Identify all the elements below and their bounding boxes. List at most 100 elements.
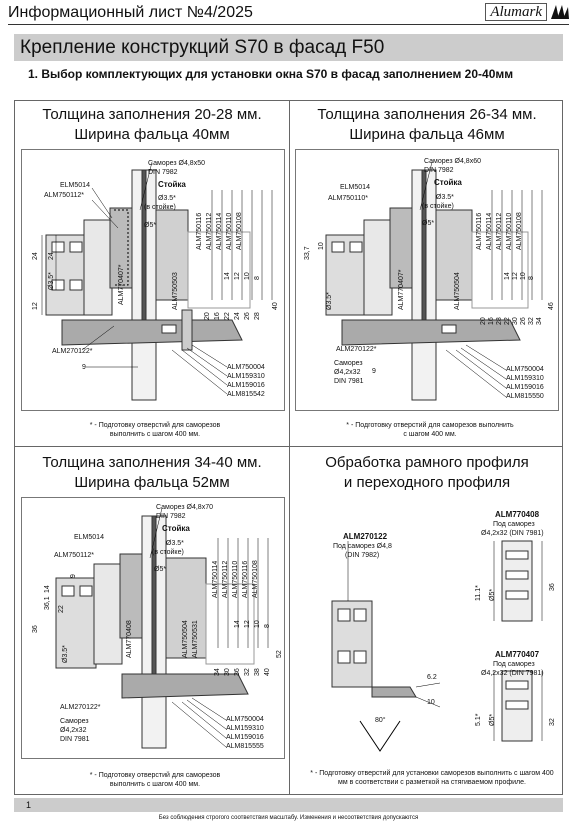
q3-alm750531-label: ALM750531 [192,620,199,658]
q2-note: * - Подготовку отверстий для саморезов в… [346,422,514,438]
q2-screw-label: Саморез Ø4,8x60 [424,158,481,165]
q4-p3-d51: 5.1* [475,713,482,726]
q2-svg [325,161,543,401]
header-divider [8,24,569,25]
q2-stoyka-label: Стойка [434,178,462,187]
q3-profile-2: ALM750112 [222,560,229,598]
q3-sam2-label: Ø4,2x32 [60,727,87,734]
q4-p1-name: ALM270122 [343,532,388,541]
q3-profile-1: ALM750114 [212,560,219,598]
q1-title-line2: Ширина фальца 40мм [74,126,230,143]
q3-alm770408-label: ALM770408 [126,620,133,658]
q1-dim-r1: 20 [204,312,211,320]
q3-dim-r3: 36 [234,668,241,676]
q2-d35-left-label: Ø3.5* [326,292,333,310]
section-subtitle: 1. Выбор комплектующих для установки окн… [28,67,514,81]
q1-dim-l3: 24 [48,252,55,260]
q2-dim-r12: 8 [528,276,535,280]
q3-dim-r7: 14 [234,620,241,628]
q3-d35-left-label: Ø3.5* [62,645,69,663]
q3-alm750504-label: ALM750504 [182,620,189,658]
q4-p3-d5: Ø5* [489,713,496,726]
q3-drawing: Саморез Ø4,8x70 DIN 7982 Стойка Ø3.5* (в… [21,497,285,759]
q3-dim-36: 36 [32,625,39,633]
q4-p2-sub1: Под саморез [493,521,535,528]
q2-profile-4: ALM750110 [506,212,513,250]
q2-dim-r5: 30 [512,317,519,325]
triangles-logo-icon [551,5,569,19]
q2-din-label: DIN 7982 [424,167,454,174]
q1-alm750503-label: ALM750503 [172,272,179,310]
q3-din2-label: DIN 7981 [60,736,90,743]
q4-p1-d62: 6.2 [427,674,437,681]
q1-drawing: Саморез Ø4,8x50 DIN 7982 Стойка Ø3.5* (в… [21,149,285,411]
q1-dim-l1: 24 [32,252,39,260]
q2-profile-2: ALM750114 [486,212,493,250]
brand-name: Alumark [485,3,547,21]
q3-dim-22: 22 [58,605,65,613]
q2-dim-r6: 26 [520,317,527,325]
q3-dim-r5: 38 [254,668,261,676]
q4-p2-d111: 11.1* [475,585,482,601]
q1-profile-5: ALM750108 [236,212,243,250]
q3-sam-label: Саморез [60,718,89,725]
q1-screw-label: Саморез Ø4,8x50 [148,160,205,167]
q2-profile-1: ALM750116 [476,212,483,250]
q3-instoyka-label: (в стойке) [152,549,184,556]
q4-p3-sub2: Ø4,2x32 (DIN 7981) [481,670,544,677]
q1-stoyka-label: Стойка [158,180,186,189]
q3-alm750112-label: ALM750112* [54,552,94,559]
q1-title-line1: Толщина заполнения 20-28 мм. [42,106,262,123]
q1-dim-r4: 24 [234,312,241,320]
q3-dim-r1: 34 [214,668,221,676]
q2-din2-label: DIN 7981 [334,378,364,385]
q2-profile-5: ALM750108 [516,212,523,250]
q3-dim-361: 36,1 [44,596,51,610]
q3-profile-3: ALM750110 [232,560,239,598]
q1-title: Толщина заполнения 20-28 мм. Ширина фаль… [15,105,289,145]
q2-alm770407-label: ALM770407* [398,269,405,310]
q1-dim-r3: 22 [224,312,231,320]
q3-d35-label: Ø3.5* [166,540,184,547]
q1-dim-r2: 16 [214,312,221,320]
q2-dim-337: 33,7 [304,246,311,260]
grid-vertical-divider [289,101,290,794]
q2-d5-label: Ø5* [422,220,435,227]
q2-dim-r11: 10 [520,272,527,280]
q2-nine-label: 9 [372,368,376,375]
q1-profile-1: ALM750116 [196,212,203,250]
q2-drawing: Саморез Ø4,8x60 DIN 7982 Стойка Ø3.5* (в… [295,149,559,411]
q2-dim-r2: 16 [488,317,495,325]
q4-p3-d32: 32 [549,718,556,726]
q2-dim-r3: 28 [496,317,503,325]
q2-alm750004-label: ALM750004 [506,366,544,373]
q3-dim-r11: 52 [276,650,283,658]
q2-title: Толщина заполнения 26-34 мм. Ширина фаль… [290,105,564,145]
page-banner: Крепление конструкций S70 в фасад F50 [14,34,563,61]
q2-sam-label: Саморез [334,360,363,367]
q3-d5-label: Ø5* [154,566,167,573]
q3-alm815555-label: ALM815555 [226,743,264,750]
q3-alm750004-label: ALM750004 [226,716,264,723]
q2-profile-3: ALM750112 [496,212,503,250]
q3-dim-r4: 32 [244,668,251,676]
drawing-grid: Толщина заполнения 20-28 мм. Ширина фаль… [14,100,563,795]
q1-profile-3: ALM750114 [216,212,223,250]
q2-elm-label: ELM5014 [340,184,370,191]
q2-dim-r8: 34 [536,317,543,325]
q3-screw-label: Саморез Ø4,8x70 [156,504,213,511]
q1-dim-r5: 26 [244,312,251,320]
q1-din-label: DIN 7982 [148,169,178,176]
q1-profile-4: ALM750110 [226,212,233,250]
q2-alm159016-label: ALM159016 [506,384,544,391]
q3-title: Толщина заполнения 34-40 мм. Ширина фаль… [15,453,289,493]
q1-dim-r7: 14 [224,272,231,280]
grid-horizontal-divider [15,446,562,447]
q1-note: * - Подготовку отверстий для саморезов в… [89,422,221,438]
q2-sam2-label: Ø4,2x32 [334,369,361,376]
q4-p1-angle: 80° [375,717,386,724]
q4-p3-name: ALM770407 [495,650,540,659]
q1-elm-label: ELM5014 [60,182,90,189]
q1-alm159016-label: ALM159016 [227,382,265,389]
q2-alm750110-label: ALM750110* [328,195,368,202]
